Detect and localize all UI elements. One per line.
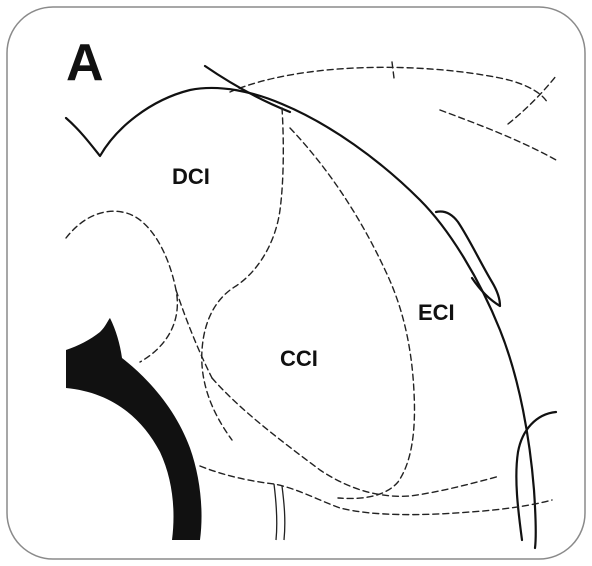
panel-letter: A [66, 34, 104, 92]
region-label-cci: CCI [280, 346, 318, 371]
region-label-dci: DCI [172, 164, 210, 189]
region-label-eci: ECI [418, 300, 455, 325]
